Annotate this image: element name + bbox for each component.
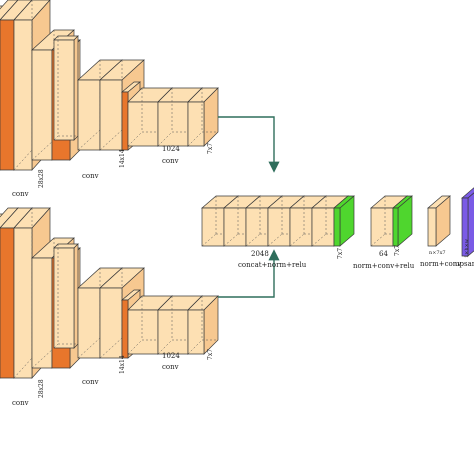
fusion-slab-28-hidden-edge-d [201,233,217,247]
top-branch-slab-7-hidden-edge-d [53,135,59,141]
bottom-branch-slab-19-hidden-edge-d [31,347,55,369]
fusion-slab-30-front-face [245,207,269,247]
top-block-label-conv-2: conv [162,157,179,165]
top-branch-slab-5-front-face [31,49,53,161]
top-branch-slab-8-hidden-edge-d [77,129,101,151]
bottom-branch-slab-19-front-face [31,257,53,369]
fusion-slab-31-front-face [267,207,291,247]
bottom-branch-slab-27-hidden-edge-d [187,339,203,355]
bottom-size-label-7: 7x7 [207,349,214,360]
bottom-branch-slab-21-side-face [73,243,79,349]
top-size-label-28: 28x28 [38,169,45,188]
bottom-branch-slab-21-front-face [53,247,75,349]
bottom-branch-slab-17-front-face [0,227,15,379]
fusion-slab-28-front-face [201,207,225,247]
fusion-block-label: concat+norm+relu [238,261,307,269]
bottom-branch-slab-27-front-face [187,309,205,355]
bottom-branch-slab-21-hidden-edge-d [53,343,59,349]
top-branch-slab-3-front-face [0,19,15,171]
top-size-label-14: 14x14 [119,149,126,168]
connection-arrows [218,116,280,298]
bottom-size-label-14: 14x14 [119,355,126,374]
bottom-branch-slab-22-front-face [77,287,101,359]
bottom-branch-slab-26-hidden-edge-d [157,339,173,355]
fusion-slab-29-front-face [223,207,247,247]
stage4-block-label: upsam [455,260,474,268]
top-branch-slab-7-front-face [53,39,75,141]
stage3-labels: n×7x7 norm+conv [420,250,461,268]
stage3-size-label: n×7x7 [429,250,446,256]
bottom-size-label-28: 28x28 [38,379,45,398]
fusion-relu-slab-34-front-face [333,207,341,247]
fusion-slab-32-front-face [289,207,313,247]
top-branch-slab-13-hidden-edge-d [187,131,203,147]
top-branch-slab-13-front-face [187,101,205,147]
top-branch-slab-12-hidden-edge-d [157,131,173,147]
stage2-labels: 64 7x7 norm+conv+relu [353,245,415,270]
top-size-label-7: 7x7 [207,143,214,154]
bottom-branch-slab-26-front-face [157,309,189,355]
stage2-channel-label: 64 [379,250,388,258]
bottom-branch-slab-18-hidden-edge-d [13,357,33,379]
bottom-block-label-conv-0: conv [12,399,29,407]
stage2-slab-35-front-face [370,207,394,247]
bottom-block-label-conv-1: conv [82,378,99,386]
top-branch-labels: 28x28 conv conv 14x14 1024 conv 7x7 [12,143,214,198]
top-branch-slab-9-front-face [99,79,123,151]
top-branch-slab-12-front-face [157,101,189,147]
stage4-slab-38-front-face [461,197,469,257]
arrow-bottom-to-fusion [218,249,280,298]
bottom-channel-label: 1024 [162,352,180,360]
fusion-slab-29-hidden-edge-d [223,233,239,247]
top-branch-slab-10-front-face [121,91,129,151]
fusion-labels: 2048 7x7 concat+norm+relu [238,248,344,269]
top-branch-slab-4-hidden-edge-d [13,149,33,171]
stage2-size-label: 7x7 [394,245,401,256]
top-block-label-conv-0: conv [12,190,29,198]
stage4-size-label: 1×h×w [464,238,470,258]
fusion-channel-label: 2048 [251,250,269,258]
fusion-slab-32-hidden-edge-d [289,233,305,247]
top-branch-slab-7-side-face [73,35,79,141]
arrow-top-to-fusion [218,116,280,173]
top-branch-slab-11-hidden-edge-d [127,131,143,147]
stage3-slab-37-front-face [427,207,437,247]
stage2-relu-slab-36-front-face [392,207,399,247]
bottom-branch-slab-23-hidden-edge-d [99,337,123,359]
top-channel-label: 1024 [162,145,180,153]
stage2-slab-35-hidden-edge-d [370,233,386,247]
stage3-block-label: norm+conv [420,260,461,268]
bottom-branch-slab-23-front-face [99,287,123,359]
bottom-branch-slab-24-front-face [121,299,129,359]
bottom-branch-labels: 28x28 conv conv 14x14 1024 conv 7x7 [12,349,214,407]
stage2-block-label: norm+conv+relu [353,262,415,270]
top-branch-slab-11-front-face [127,101,159,147]
fusion-slab-33-front-face [311,207,335,247]
top-block-label-conv-1: conv [82,172,99,180]
bottom-branch-slab-22-hidden-edge-d [77,337,101,359]
bottom-branch-slab-25-front-face [127,309,159,355]
bottom-branch-slab-18-front-face [13,227,33,379]
bottom-block-label-conv-2: conv [162,363,179,371]
stage4-labels: 1×h×w upsam [455,238,474,268]
bottom-branch-slab-25-hidden-edge-d [127,339,143,355]
fusion-slab-30-hidden-edge-d [245,233,261,247]
layer-blocks [0,0,474,379]
fusion-size-label: 7x7 [337,248,344,259]
fusion-slab-33-hidden-edge-d [311,233,327,247]
top-branch-slab-4-front-face [13,19,33,171]
top-branch-slab-5-hidden-edge-d [31,139,55,161]
top-branch-slab-8-front-face [77,79,101,151]
fusion-slab-31-hidden-edge-d [267,233,283,247]
top-branch-slab-9-hidden-edge-d [99,129,123,151]
